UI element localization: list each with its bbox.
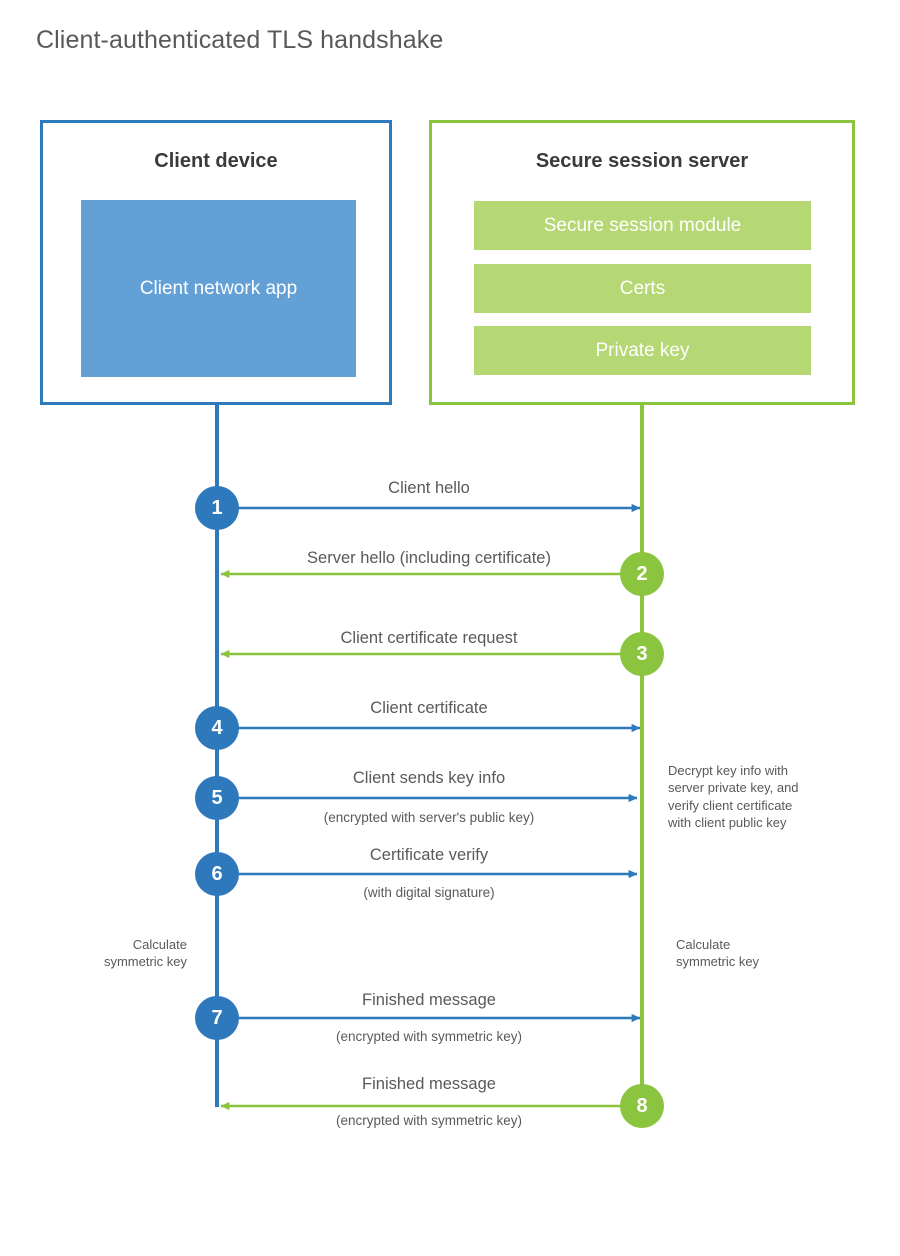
message-sublabel-6: (with digital signature): [363, 885, 495, 900]
certs-block: Certs: [474, 264, 811, 313]
message-label-4: Client certificate: [370, 699, 488, 717]
message-label-5: Client sends key info: [352, 769, 506, 787]
page-title: Client-authenticated TLS handshake: [36, 26, 444, 54]
step-badge-8[interactable]: 8: [620, 1084, 664, 1128]
client-calculate-annotation: Calculate symmetric key: [30, 936, 187, 971]
message-label-3: Client certificate request: [340, 629, 518, 647]
server-decrypt-line2: server private key, and: [668, 780, 799, 796]
server-decrypt-line4: with client public key: [668, 814, 787, 830]
server-decrypt-line3: verify client certificate: [668, 797, 793, 813]
message-label-6: Certificate verify: [369, 846, 489, 864]
client-calculate-line2: symmetric key: [103, 954, 187, 970]
secure-session-server-box: Secure session server Secure session mod…: [429, 120, 855, 405]
server-calculate-line1: Calculate: [676, 937, 731, 952]
message-label-8: Finished message: [362, 1075, 496, 1093]
message-label-1: Client hello: [388, 479, 470, 497]
secure-session-server-title: Secure session server: [535, 150, 749, 172]
server-calculate-line2: symmetric key: [676, 954, 760, 970]
step-badge-1[interactable]: 1: [195, 486, 239, 530]
server-calculate-annotation: Calculate symmetric key: [676, 936, 846, 971]
client-device-box: Client device Client network app: [40, 120, 392, 405]
server-decrypt-line1: Decrypt key info with: [668, 763, 788, 778]
private-key-block: Private key: [474, 326, 811, 375]
message-sublabel-5: (encrypted with server's public key): [323, 810, 535, 825]
step-badge-4[interactable]: 4: [195, 706, 239, 750]
client-network-app-block: Client network app: [81, 200, 356, 377]
step-badge-5[interactable]: 5: [195, 776, 239, 820]
server-decrypt-annotation: Decrypt key info with server private key…: [668, 762, 838, 831]
client-network-app-label-line1: Client network: [139, 277, 261, 299]
step-badge-3[interactable]: 3: [620, 632, 664, 676]
message-sublabel-8: (encrypted with symmetric key): [335, 1113, 523, 1128]
step-badge-6[interactable]: 6: [195, 852, 239, 896]
message-label-2: Server hello (including certificate): [307, 549, 551, 567]
message-label-7: Finished message: [362, 991, 496, 1009]
step-badge-7[interactable]: 7: [195, 996, 239, 1040]
message-sublabel-7: (encrypted with symmetric key): [335, 1029, 523, 1044]
step-badge-2[interactable]: 2: [620, 552, 664, 596]
secure-session-module-block: Secure session module: [474, 201, 811, 250]
client-device-title: Client device: [154, 150, 278, 172]
client-network-app-label-line2: app: [265, 277, 298, 299]
client-calculate-line1: Calculate: [132, 937, 187, 952]
